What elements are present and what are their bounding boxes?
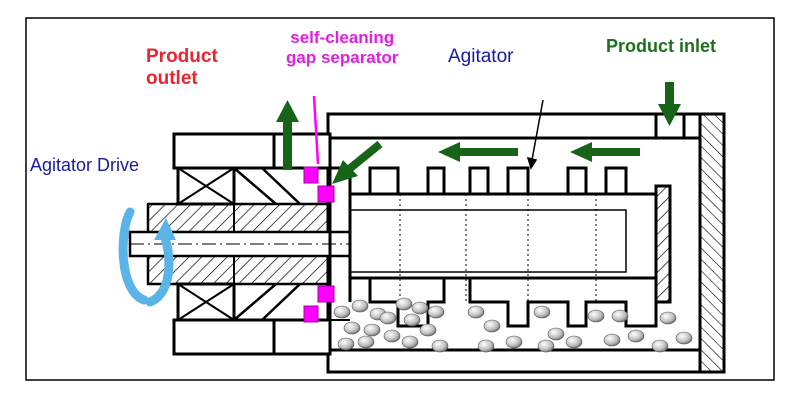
product-outlet-line-2: outlet <box>146 67 198 89</box>
grinding-bead <box>379 311 397 325</box>
gap-separator-label: self-cleaning gap separator <box>286 28 398 67</box>
grinding-bead <box>431 339 449 353</box>
grinding-bead <box>565 335 583 349</box>
flow-arrows <box>276 82 681 184</box>
gap-pointer <box>312 95 320 165</box>
grinding-bead <box>403 313 421 327</box>
grinding-bead <box>383 329 401 343</box>
grinding-bead <box>333 305 351 319</box>
grinding-bead <box>427 305 445 319</box>
grinding-bead <box>651 339 669 353</box>
grinding-bead <box>477 339 495 353</box>
product-outlet-line-1: Product <box>146 46 218 67</box>
grinding-bead <box>401 335 419 349</box>
gap-separator-line-1: self-cleaning <box>290 28 395 47</box>
bearing-housing <box>172 132 332 356</box>
outer-frame <box>25 17 775 381</box>
gap-separator-line-2: gap separator <box>286 47 399 67</box>
grinding-bead <box>603 333 621 347</box>
grinding-bead <box>537 339 555 353</box>
flow-arrow-icon <box>438 142 460 162</box>
grinding-beads <box>333 297 693 353</box>
grinding-bead <box>533 305 551 319</box>
rotation-arrow-icon <box>118 207 176 307</box>
grinding-bead <box>411 301 429 315</box>
grinding-bead <box>467 305 485 319</box>
gap-separator <box>303 166 335 323</box>
grinding-bead <box>611 309 629 323</box>
grinding-bead <box>343 321 361 335</box>
agitator-drive-label: Agitator Drive <box>30 155 140 175</box>
grinding-bead <box>587 309 605 323</box>
grinding-bead <box>363 323 381 337</box>
outlet-arrow-icon <box>283 120 292 170</box>
grinding-bead <box>483 319 501 333</box>
product-outlet-label: Product outlet <box>146 46 218 90</box>
grinding-bead <box>547 327 565 341</box>
agitator-pointer <box>526 99 544 170</box>
grinding-bead <box>351 299 369 313</box>
grinding-bead <box>337 337 355 351</box>
grinding-bead <box>659 311 677 325</box>
grinding-bead <box>357 335 375 349</box>
grinding-bead <box>395 297 413 311</box>
grinding-bead <box>419 323 437 337</box>
inlet-arrow-icon <box>665 82 674 108</box>
grinding-bead <box>505 335 523 349</box>
product-inlet-label: Product inlet <box>606 36 717 56</box>
agitator-rotor <box>328 166 672 328</box>
grinding-bead <box>675 331 693 345</box>
agitator-label: Agitator <box>448 46 514 67</box>
grinding-bead <box>627 329 645 343</box>
flow-arrow-icon <box>570 142 592 162</box>
